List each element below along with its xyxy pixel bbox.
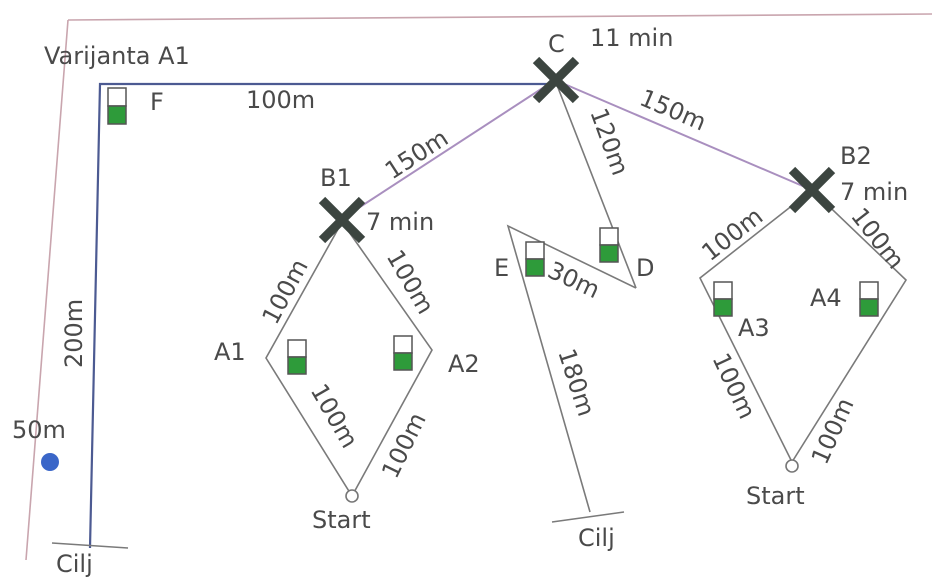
node-a1-label: A1 — [214, 338, 246, 366]
checkpoint-flag-icon — [599, 227, 619, 263]
route-f-cilj — [88, 82, 548, 549]
start-left-label: Start — [312, 506, 371, 534]
leg-d-e: 30m — [543, 256, 604, 304]
start-right-label: Start — [746, 482, 805, 510]
node-a3-label: A3 — [738, 314, 770, 342]
position-dot-icon — [41, 453, 59, 471]
leg-a3-start: 100m — [707, 349, 762, 424]
cilj-mid-bar — [551, 511, 625, 523]
leg-cilj-f: 200m — [60, 299, 88, 368]
checkpoint-flag-icon — [107, 87, 127, 125]
leg-b2-a4: 100m — [845, 202, 910, 274]
leg-b1-a2: 100m — [381, 245, 440, 319]
node-b2-label: B2 — [840, 142, 872, 170]
leg-a1-start: 100m — [305, 379, 364, 453]
edge-c-b2 — [554, 79, 813, 191]
leg-a2-start: 100m — [376, 408, 431, 482]
leg-left-50: 50m — [12, 416, 66, 444]
node-c-time: 11 min — [590, 24, 673, 52]
checkpoint-flag-icon — [287, 339, 307, 375]
cross-junction-icon — [532, 56, 580, 104]
cilj-mid-label: Cilj — [578, 524, 615, 552]
leg-c-b2: 150m — [636, 84, 711, 137]
node-a2-label: A2 — [448, 350, 480, 378]
diagram-title: Varijanta A1 — [44, 42, 190, 70]
leg-b1-a1: 100m — [257, 255, 314, 329]
checkpoint-flag-icon — [713, 281, 733, 317]
leg-a4-start: 100m — [806, 394, 860, 469]
node-d-label: D — [636, 254, 654, 282]
leg-b2-a3: 100m — [696, 202, 768, 267]
border-top — [67, 13, 933, 21]
edge-c-d — [554, 79, 637, 289]
node-c-label: C — [548, 30, 565, 58]
cross-junction-icon — [788, 166, 836, 214]
edge-c-b1 — [339, 79, 556, 221]
leg-c-b1: 150m — [380, 124, 453, 185]
node-b1-label: B1 — [320, 164, 352, 192]
cilj-left-label: Cilj — [56, 550, 93, 578]
node-b2-time: 7 min — [840, 178, 908, 206]
node-a4-label: A4 — [810, 284, 842, 312]
edge-d-e — [506, 224, 637, 513]
checkpoint-flag-icon — [859, 281, 879, 317]
checkpoint-flag-icon — [393, 335, 413, 371]
checkpoint-flag-icon — [525, 241, 545, 277]
start-circle-icon — [785, 459, 799, 473]
cilj-left-bar — [51, 542, 129, 549]
node-e-label: E — [494, 254, 509, 282]
start-circle-icon — [345, 489, 359, 503]
border-left — [25, 19, 69, 561]
cross-junction-icon — [318, 196, 366, 244]
leg-c-d: 120m — [584, 104, 634, 179]
leg-f-c: 100m — [246, 86, 315, 114]
node-f-label: F — [150, 88, 164, 116]
node-b1-time: 7 min — [366, 208, 434, 236]
